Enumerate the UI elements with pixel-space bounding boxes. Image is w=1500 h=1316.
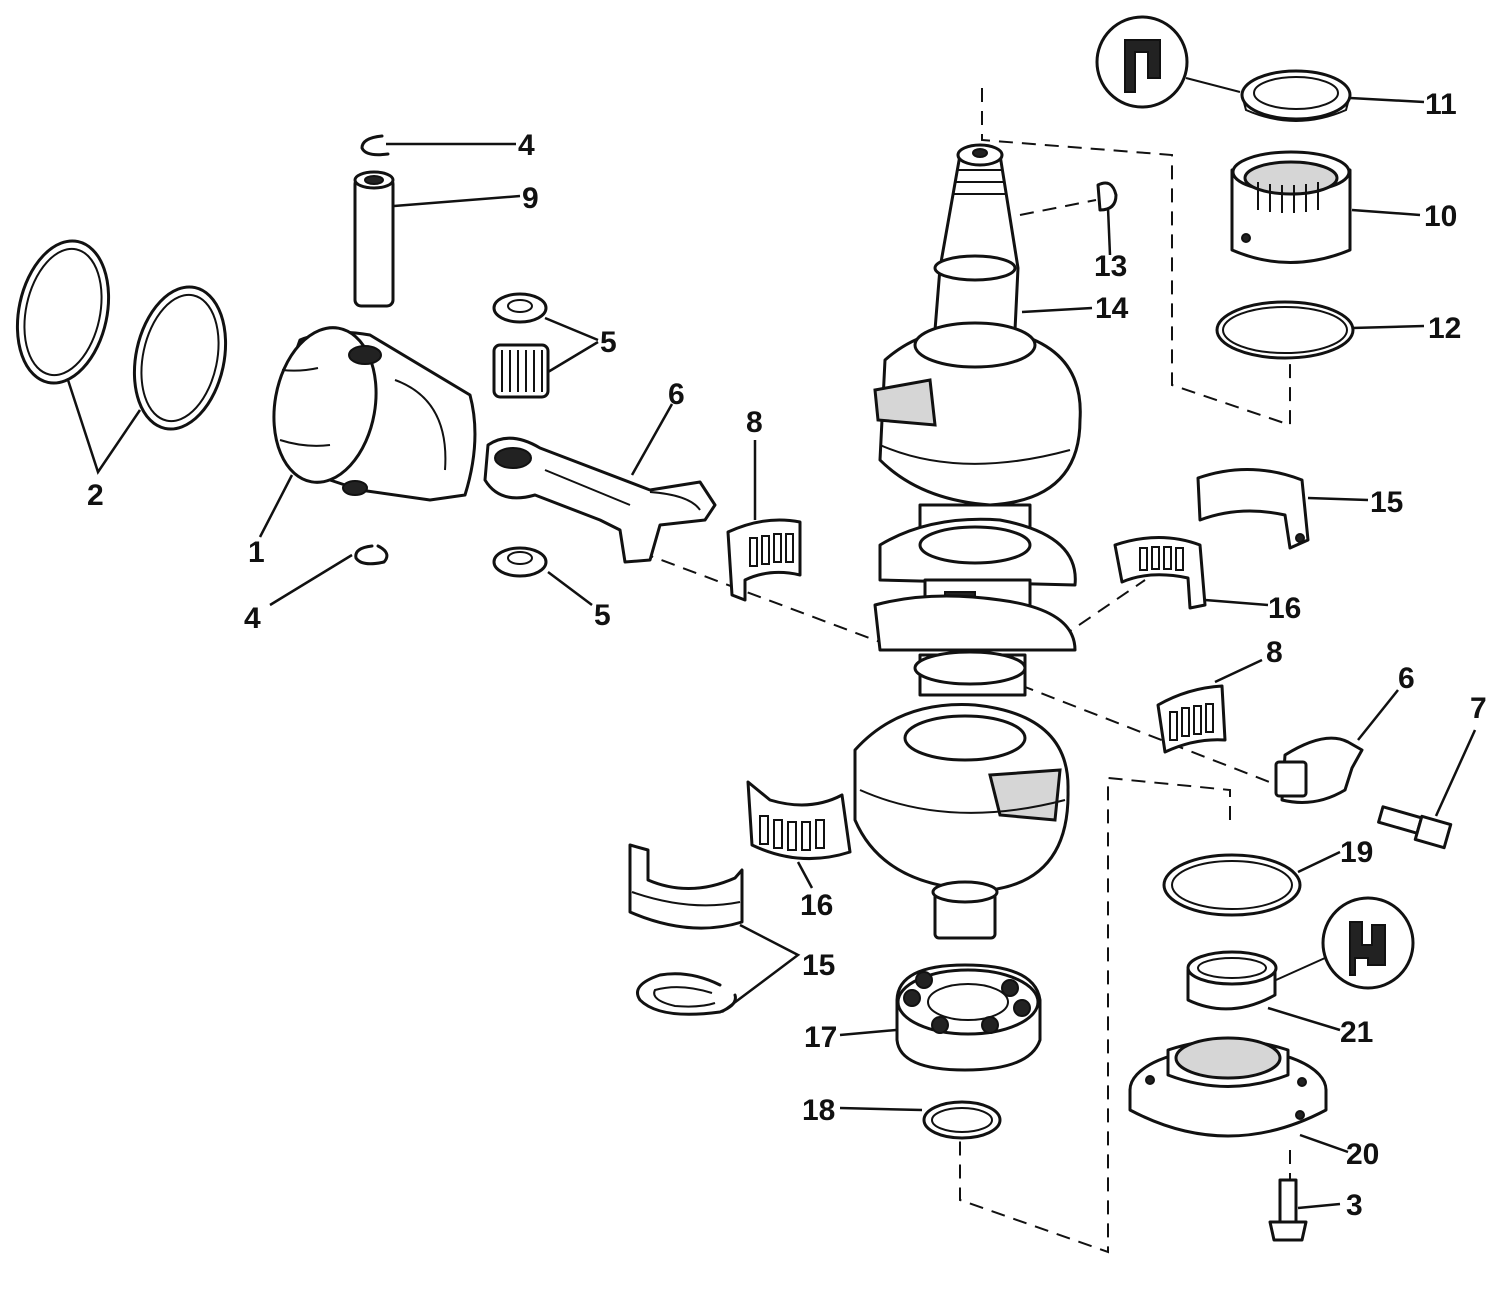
lower-bearing-housing: [1128, 1036, 1328, 1138]
callout-17: 17: [804, 1021, 837, 1054]
callout-15-lower: 15: [802, 949, 835, 982]
center-main-bearing-upper: [1196, 467, 1310, 550]
center-roller-bearing-upper: [1113, 536, 1207, 610]
leader-lines: [66, 96, 1477, 1210]
callout-18: 18: [802, 1094, 835, 1127]
assembly-guide-lines: [639, 88, 1291, 1254]
rod-cap-screw: [1377, 805, 1453, 850]
callout-5-bottom: 5: [594, 599, 611, 632]
top-main-bearing: [1230, 150, 1352, 264]
callout-3: 3: [1346, 1189, 1363, 1222]
piston: [272, 326, 477, 502]
callout-12: 12: [1428, 312, 1461, 345]
rod-cap: [1274, 736, 1364, 804]
callout-19: 19: [1340, 836, 1373, 869]
callout-4-bottom: 4: [244, 602, 261, 635]
center-roller-bearing-lower: [746, 780, 852, 860]
callout-21: 21: [1340, 1016, 1373, 1049]
callout-14: 14: [1095, 292, 1129, 325]
crankshaft: [853, 143, 1082, 940]
callout-8-lower: 8: [1266, 636, 1283, 669]
lower-ball-bearing: [895, 963, 1042, 1072]
top-seal: [1240, 69, 1352, 122]
callout-1: 1: [248, 536, 265, 569]
callout-6-cap: 6: [1398, 662, 1415, 695]
rod-bearing-lower: [1156, 684, 1227, 754]
lower-seal: [1186, 950, 1278, 1011]
lower-oring: [1162, 853, 1302, 917]
callout-13: 13: [1094, 250, 1127, 283]
center-main-bearing-lower: [628, 843, 744, 930]
callout-10: 10: [1424, 200, 1457, 233]
callout-16-lower: 16: [800, 889, 833, 922]
housing-screw: [1268, 1178, 1308, 1242]
callout-9: 9: [522, 182, 539, 215]
callout-20: 20: [1346, 1138, 1379, 1171]
callout-labels: 1 2 3 4 4 5 5 6 6 7 8 8 9 10 11 12 13 14…: [87, 88, 1487, 1222]
callout-16-upper: 16: [1268, 592, 1301, 625]
seal-detail-inset-bottom: [1275, 896, 1415, 990]
seal-detail-inset-top: [1095, 15, 1241, 109]
piston-rings: [15, 239, 228, 431]
bearing-retaining-ring: [636, 972, 737, 1016]
rod-bearing-upper: [726, 518, 802, 602]
callout-4-top: 4: [518, 129, 535, 162]
connecting-rod: [483, 436, 717, 564]
callout-15-upper: 15: [1370, 486, 1403, 519]
callout-2: 2: [87, 479, 104, 512]
callout-5-top: 5: [600, 326, 617, 359]
wrist-pin-bearing: [492, 292, 550, 578]
woodruff-key: [1096, 181, 1118, 212]
top-oring: [1215, 300, 1355, 360]
wrist-pin: [353, 170, 395, 308]
callout-11: 11: [1425, 88, 1457, 121]
callout-7: 7: [1470, 692, 1487, 725]
callout-8-upper: 8: [746, 406, 763, 439]
lower-retaining-ring: [922, 1100, 1002, 1140]
pin-retainers: [354, 134, 390, 566]
callout-6-rod: 6: [668, 378, 685, 411]
